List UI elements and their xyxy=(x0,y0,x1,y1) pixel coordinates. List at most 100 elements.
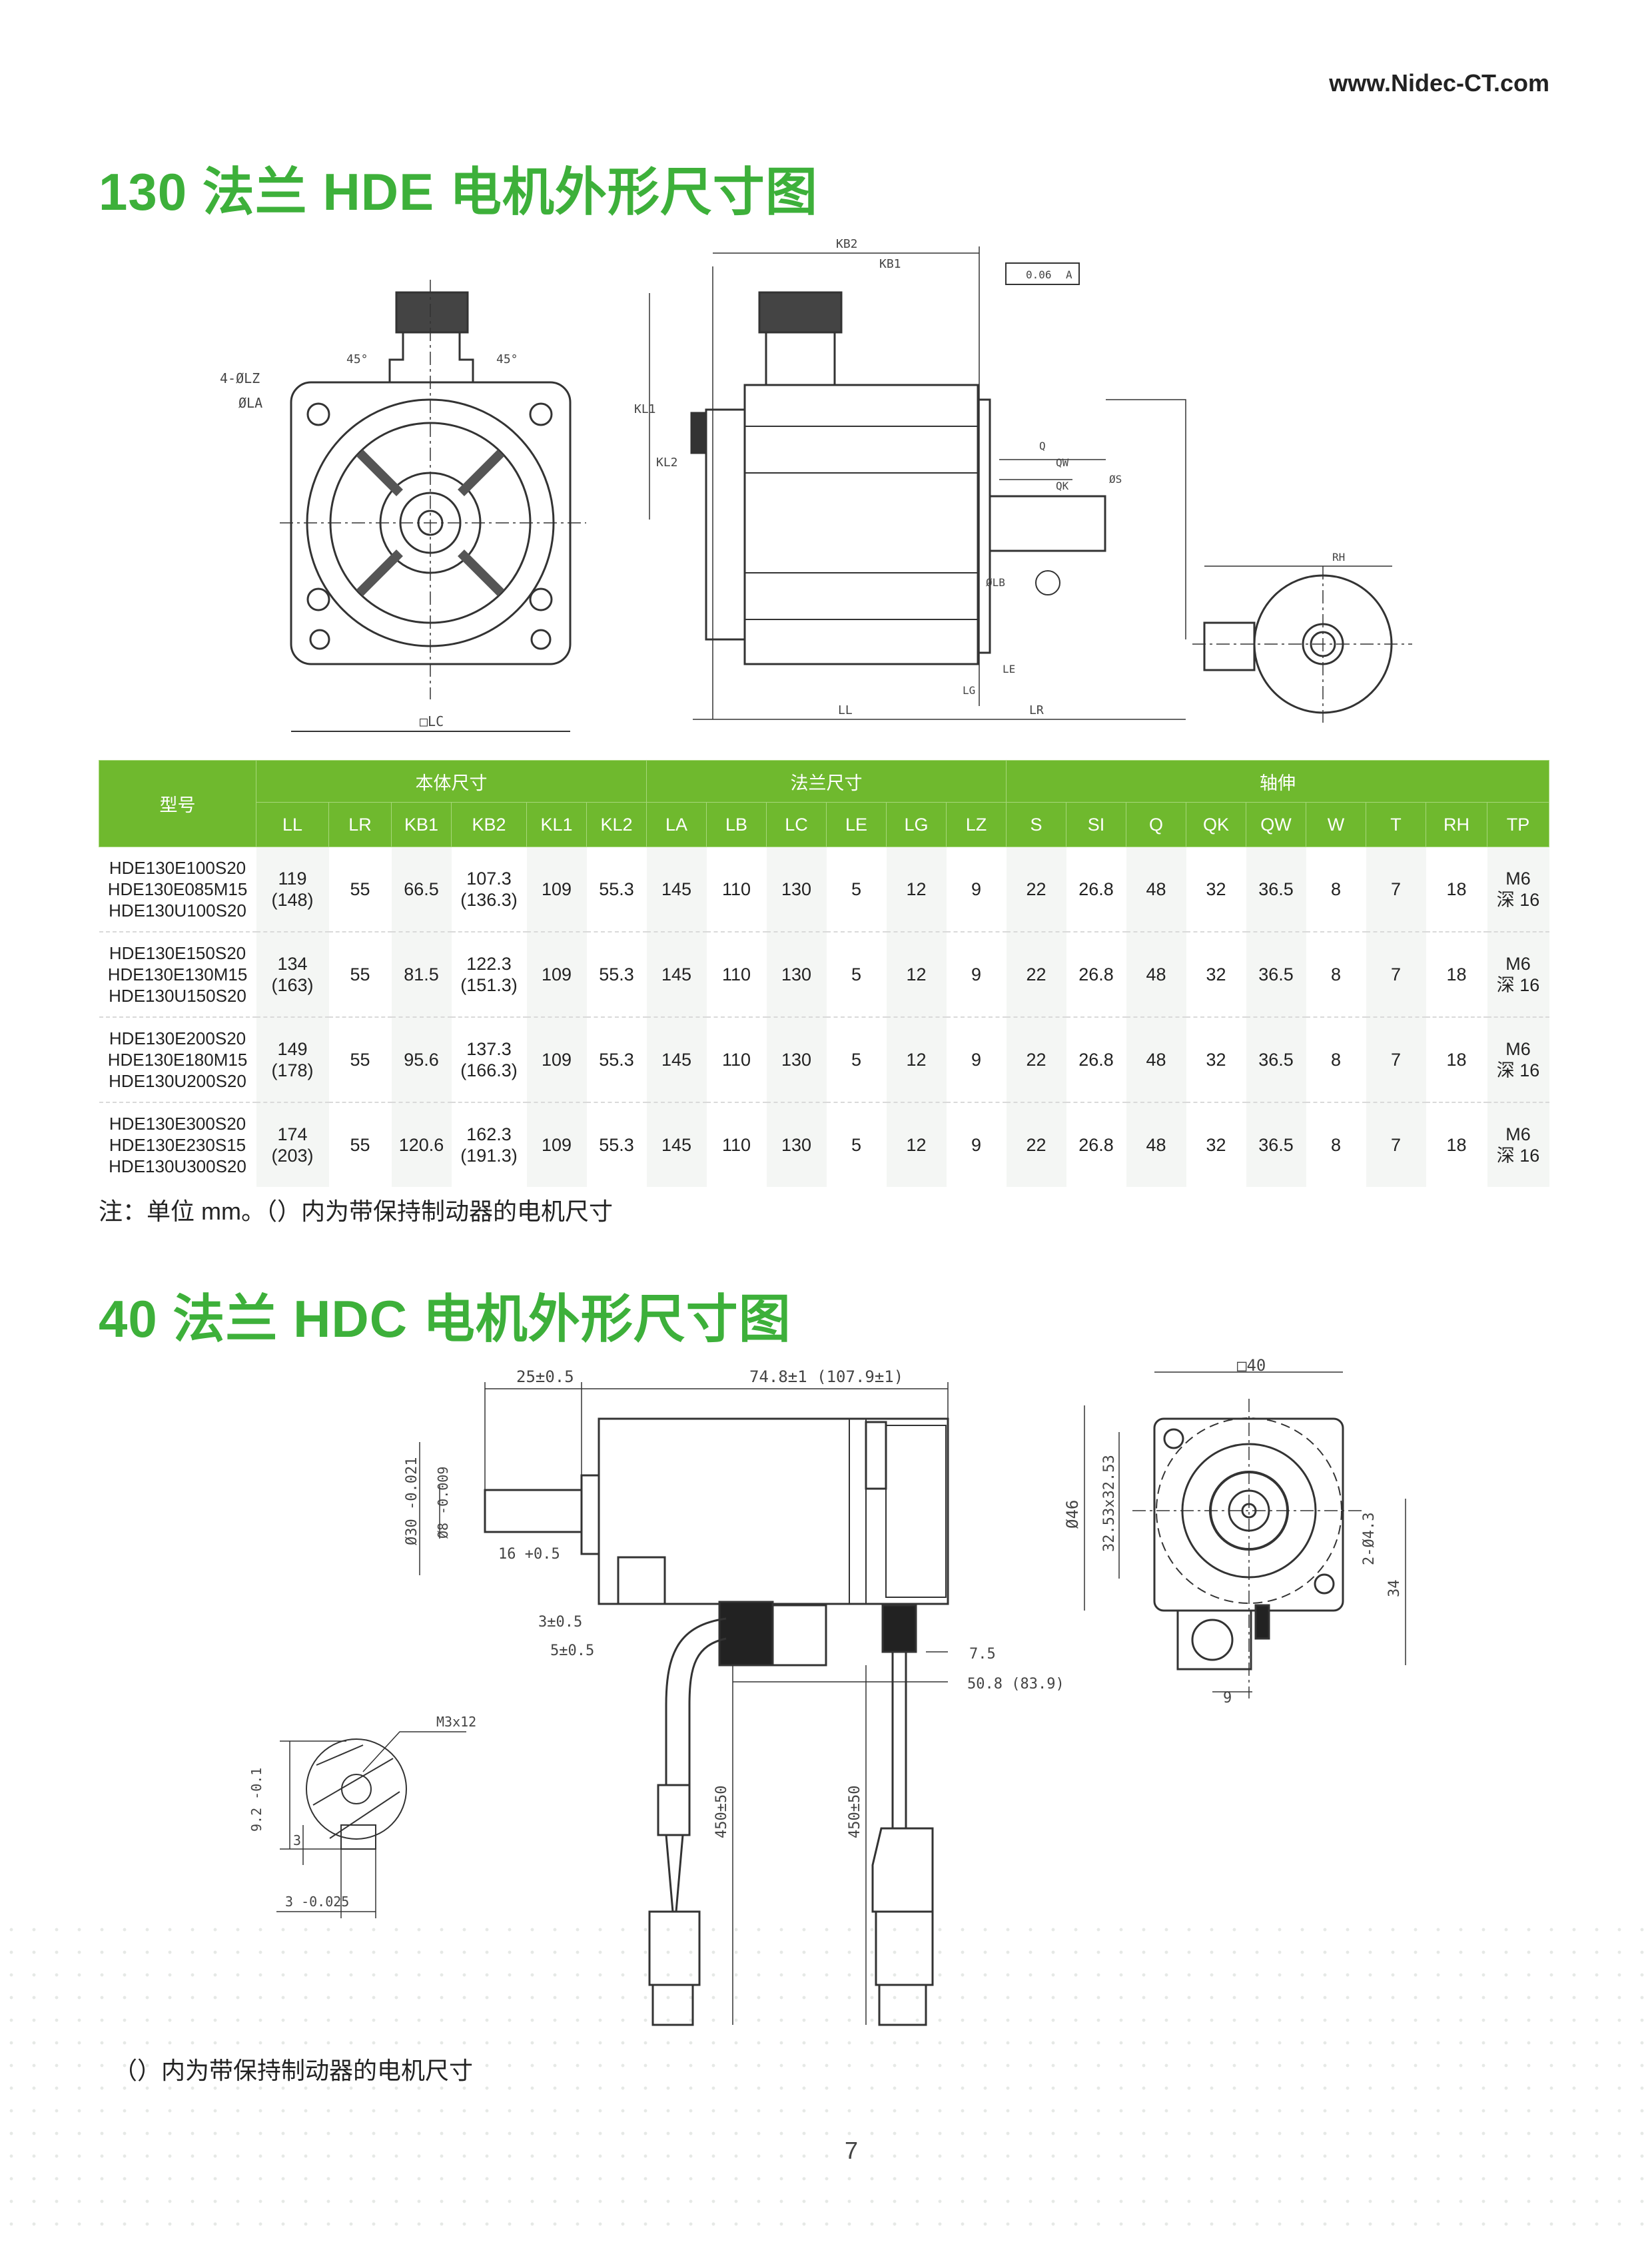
cell-line: M6 xyxy=(1505,954,1531,974)
column-header-q: Q xyxy=(1126,802,1186,847)
cell-line: 深 16 xyxy=(1496,1146,1540,1166)
cell-kl2: 55.3 xyxy=(586,1017,647,1103)
cell-le: 5 xyxy=(826,932,887,1018)
cell-qw: 36.5 xyxy=(1246,1017,1306,1103)
cell-qw: 36.5 xyxy=(1246,847,1306,933)
dimension-label: A xyxy=(1066,268,1072,281)
cell-ll: 174(203) xyxy=(256,1102,329,1187)
model-name: HDE130E150S20 xyxy=(109,943,246,963)
cell-line: 深 16 xyxy=(1496,890,1540,910)
cell-kl2: 55.3 xyxy=(586,932,647,1018)
cell-lg: 12 xyxy=(886,847,947,933)
cell-kb2: 107.3(136.3) xyxy=(451,847,527,933)
dimension-label: QW xyxy=(1056,456,1069,469)
header-group-body: 本体尺寸 xyxy=(256,760,647,803)
cell-lb: 110 xyxy=(706,932,767,1018)
column-header-lc: LC xyxy=(766,802,827,847)
hdc-front-view: □40 Ø46 32.53x32.53 2-Ø4.3 34 9 xyxy=(1063,1356,1406,1706)
dimension-label: 9 xyxy=(1223,1690,1232,1706)
cell-qw: 36.5 xyxy=(1246,932,1306,1018)
cell-line: 162.3 xyxy=(466,1124,512,1144)
cell-lr: 55 xyxy=(350,1135,370,1155)
dimension-label: KB1 xyxy=(879,257,901,271)
cell-kb1: 66.5 xyxy=(391,847,452,933)
hde-side-view: KB2 KB1 0.06 A KL1 KL2 LL LR LE LG Q QW … xyxy=(634,237,1186,720)
cell-lb: 110 xyxy=(721,1135,751,1155)
cell-si: 26.8 xyxy=(1078,1135,1114,1155)
model-name: HDE130E180M15 xyxy=(107,1050,248,1070)
cell-line: 122.3 xyxy=(466,954,512,974)
cell-lr: 55 xyxy=(328,932,392,1018)
model-name: HDE130U150S20 xyxy=(109,986,246,1006)
column-header-t: T xyxy=(1366,802,1426,847)
cell-line: 119 xyxy=(278,869,307,889)
cell-s: 22 xyxy=(1006,932,1066,1018)
cell-kl1: 109 xyxy=(526,932,587,1018)
dimension-label: KL2 xyxy=(656,456,678,470)
cell-ll: 134(163) xyxy=(256,932,329,1018)
cell-lr: 55 xyxy=(328,847,392,933)
column-header-la: LA xyxy=(646,802,707,847)
cell-rh: 18 xyxy=(1426,1017,1487,1103)
cell-line: (151.3) xyxy=(460,975,518,995)
cell-kb2: 162.3(191.3) xyxy=(452,1102,527,1187)
dimension-label: LE xyxy=(1003,663,1015,675)
cell-qk: 32 xyxy=(1186,932,1246,1018)
column-header-si: SI xyxy=(1066,802,1126,847)
model-name: HDE130U100S20 xyxy=(109,901,246,921)
table-note: 注：单位 mm。（）内为带保持制动器的电机尺寸 xyxy=(99,1198,613,1225)
hde-dimension-drawing: 4-ØLZ ØLA 45° 45° □LC KB2 KB1 0.06 A KL1… xyxy=(220,237,1412,732)
page-number: 7 xyxy=(845,2137,859,2164)
cell-line: (148) xyxy=(271,890,314,910)
dimension-label: 450±50 xyxy=(713,1786,730,1838)
cell-ll: 149(178) xyxy=(256,1017,329,1103)
cell-kb2: 137.3(166.3) xyxy=(451,1017,527,1103)
column-header-tp: TP xyxy=(1487,802,1549,847)
cell-kl1: 109 xyxy=(526,1102,587,1187)
cell-la: 145 xyxy=(646,1102,707,1187)
dimension-label: 2-Ø4.3 xyxy=(1361,1513,1378,1565)
section-title-hde: 130 法兰 HDE 电机外形尺寸图 xyxy=(99,163,818,221)
hde-shaft-end-view: RH xyxy=(1192,551,1412,723)
dimension-label: LL xyxy=(838,703,853,717)
cell-line: (136.3) xyxy=(460,890,518,910)
cell-kl1: 109 xyxy=(526,847,587,933)
cell-s: 22 xyxy=(1006,1102,1066,1187)
hde-front-view: 4-ØLZ ØLA 45° 45° □LC xyxy=(220,280,586,732)
cell-qk: 32 xyxy=(1186,847,1246,933)
dimension-label: ØLA xyxy=(238,395,262,411)
cell-w: 8 xyxy=(1306,932,1366,1018)
cell-line: 149 xyxy=(277,1039,308,1059)
cell-line: M6 xyxy=(1505,1039,1531,1059)
column-header-lb: LB xyxy=(706,802,767,847)
cell-ll: 119(148) xyxy=(256,847,329,933)
model-name: HDE130U200S20 xyxy=(109,1071,246,1091)
dimension-label: Ø8 -0.009 xyxy=(435,1467,451,1539)
cell-s: 22 xyxy=(1006,1017,1066,1103)
cell-si: 26.8 xyxy=(1066,932,1126,1018)
dimension-label: 50.8 (83.9) xyxy=(967,1676,1064,1692)
model-name: HDE130E300S20 xyxy=(109,1114,246,1134)
dimension-label: ØS xyxy=(1109,473,1122,486)
dimension-label: 74.8±1 (107.9±1) xyxy=(749,1367,903,1386)
cell-kl1: 109 xyxy=(526,1017,587,1103)
column-header-lz: LZ xyxy=(946,802,1007,847)
cell-lg: 12 xyxy=(886,932,947,1018)
cell-kl2: 55.3 xyxy=(599,1135,634,1155)
cell-lr: 55 xyxy=(328,1017,392,1103)
dimension-label: 7.5 xyxy=(969,1646,996,1663)
header-model: 型号 xyxy=(99,760,256,847)
cell-le: 5 xyxy=(826,1017,887,1103)
dimension-label: □LC xyxy=(420,713,444,729)
cell-qk: 32 xyxy=(1186,1017,1246,1103)
cell-lz: 9 xyxy=(946,932,1007,1018)
cell-t: 7 xyxy=(1366,932,1426,1018)
website-url[interactable]: www.Nidec-CT.com xyxy=(1329,69,1549,97)
cell-la: 145 xyxy=(646,1017,707,1103)
cell-w: 8 xyxy=(1330,1135,1342,1155)
